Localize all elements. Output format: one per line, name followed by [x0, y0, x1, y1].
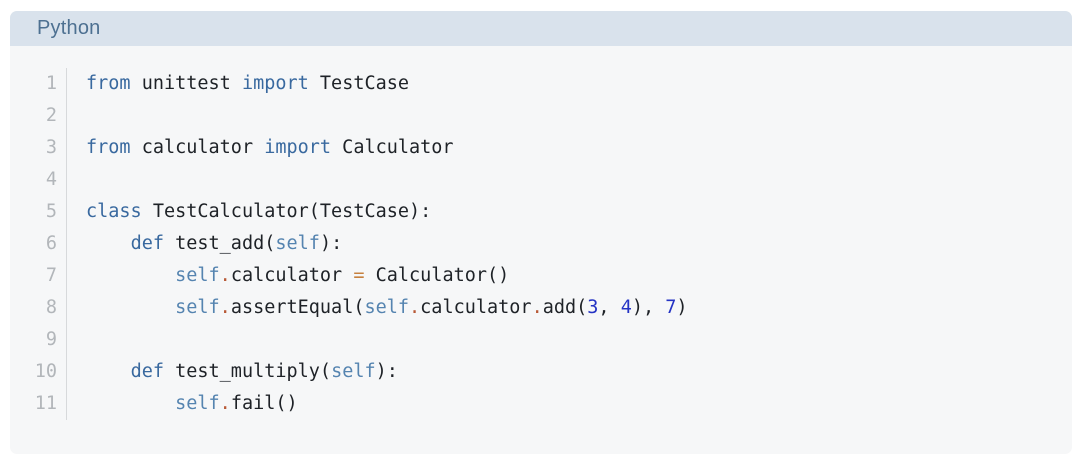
code-token-kw: def [130, 361, 164, 382]
line-number: 10 [10, 356, 67, 388]
code-token-plain: calculator [420, 297, 532, 318]
code-line-content [67, 164, 86, 196]
code-line: 7 self.calculator = Calculator() [10, 260, 1072, 292]
line-number: 5 [10, 196, 67, 228]
code-line: 2 [10, 100, 1072, 132]
code-token-plain [86, 361, 131, 382]
code-token-plain [86, 297, 175, 318]
code-token-plain: test_add( [163, 233, 276, 254]
code-token-plain: , [598, 297, 621, 318]
code-token-num: 4 [620, 297, 632, 318]
code-line-content: from unittest import TestCase [67, 68, 409, 100]
line-number: 1 [10, 68, 67, 100]
code-block-header: Python [10, 11, 1072, 46]
code-token-num: 7 [665, 297, 677, 318]
code-token-plain: calculator [230, 265, 354, 286]
code-token-self: self [275, 233, 320, 254]
code-line-content: from calculator import Calculator [67, 132, 454, 164]
code-line: 6 def test_add(self): [10, 228, 1072, 260]
code-token-kw: from [86, 137, 131, 158]
code-token-plain: TestCalculator(TestCase): [141, 201, 432, 222]
code-token-plain: calculator [130, 137, 265, 158]
code-line-content: def test_add(self): [67, 228, 343, 260]
code-token-kw: def [130, 233, 164, 254]
code-token-plain: fail() [230, 393, 298, 414]
line-number: 3 [10, 132, 67, 164]
code-line-content: self.fail() [67, 388, 298, 420]
code-line: 4 [10, 164, 1072, 196]
language-label: Python [37, 17, 101, 39]
code-token-dot: . [219, 297, 231, 318]
code-token-plain [86, 265, 175, 286]
code-line-content [67, 100, 86, 132]
code-token-self: self [175, 393, 220, 414]
line-number: 8 [10, 292, 67, 324]
code-line-content: def test_multiply(self): [67, 356, 398, 388]
code-token-plain: assertEqual( [230, 297, 365, 318]
code-line: 10 def test_multiply(self): [10, 356, 1072, 388]
code-token-kw: from [86, 73, 131, 94]
code-token-kw: import [264, 137, 332, 158]
code-token-plain: ): [375, 361, 398, 382]
code-token-plain: Calculator() [364, 265, 510, 286]
code-token-plain: TestCase [308, 73, 410, 94]
code-token-dot: . [531, 297, 543, 318]
line-number: 6 [10, 228, 67, 260]
line-number: 2 [10, 100, 67, 132]
line-number: 9 [10, 324, 67, 356]
code-token-self: self [331, 361, 376, 382]
code-token-kw: class [86, 201, 142, 222]
code-token-plain: add( [542, 297, 588, 318]
code-token-plain: test_multiply( [163, 361, 332, 382]
code-line-content: class TestCalculator(TestCase): [67, 196, 431, 228]
code-token-plain: ): [319, 233, 343, 254]
code-token-dot: . [219, 393, 231, 414]
code-token-self: self [175, 297, 220, 318]
line-number: 11 [10, 388, 67, 420]
code-token-plain [86, 233, 131, 254]
code-line: 9 [10, 324, 1072, 356]
code-token-plain: ) [676, 297, 688, 318]
code-token-self: self [364, 297, 410, 318]
code-token-plain: unittest [130, 73, 242, 94]
code-token-plain: ), [631, 297, 666, 318]
line-number: 7 [10, 260, 67, 292]
code-token-dot: . [409, 297, 421, 318]
code-line: 8 self.assertEqual(self.calculator.add(3… [10, 292, 1072, 324]
code-token-self: self [175, 265, 220, 286]
code-line-content: self.calculator = Calculator() [67, 260, 509, 292]
line-number: 4 [10, 164, 67, 196]
code-line-content: self.assertEqual(self.calculator.add(3, … [67, 292, 688, 324]
code-token-plain [86, 393, 175, 414]
code-token-num: 3 [587, 297, 599, 318]
code-token-kw: import [241, 73, 309, 94]
code-line-content [67, 324, 86, 356]
code-token-plain: Calculator [331, 137, 454, 158]
code-line: 11 self.fail() [10, 388, 1072, 420]
code-token-op: = [353, 265, 365, 286]
code-token-dot: . [219, 265, 231, 286]
